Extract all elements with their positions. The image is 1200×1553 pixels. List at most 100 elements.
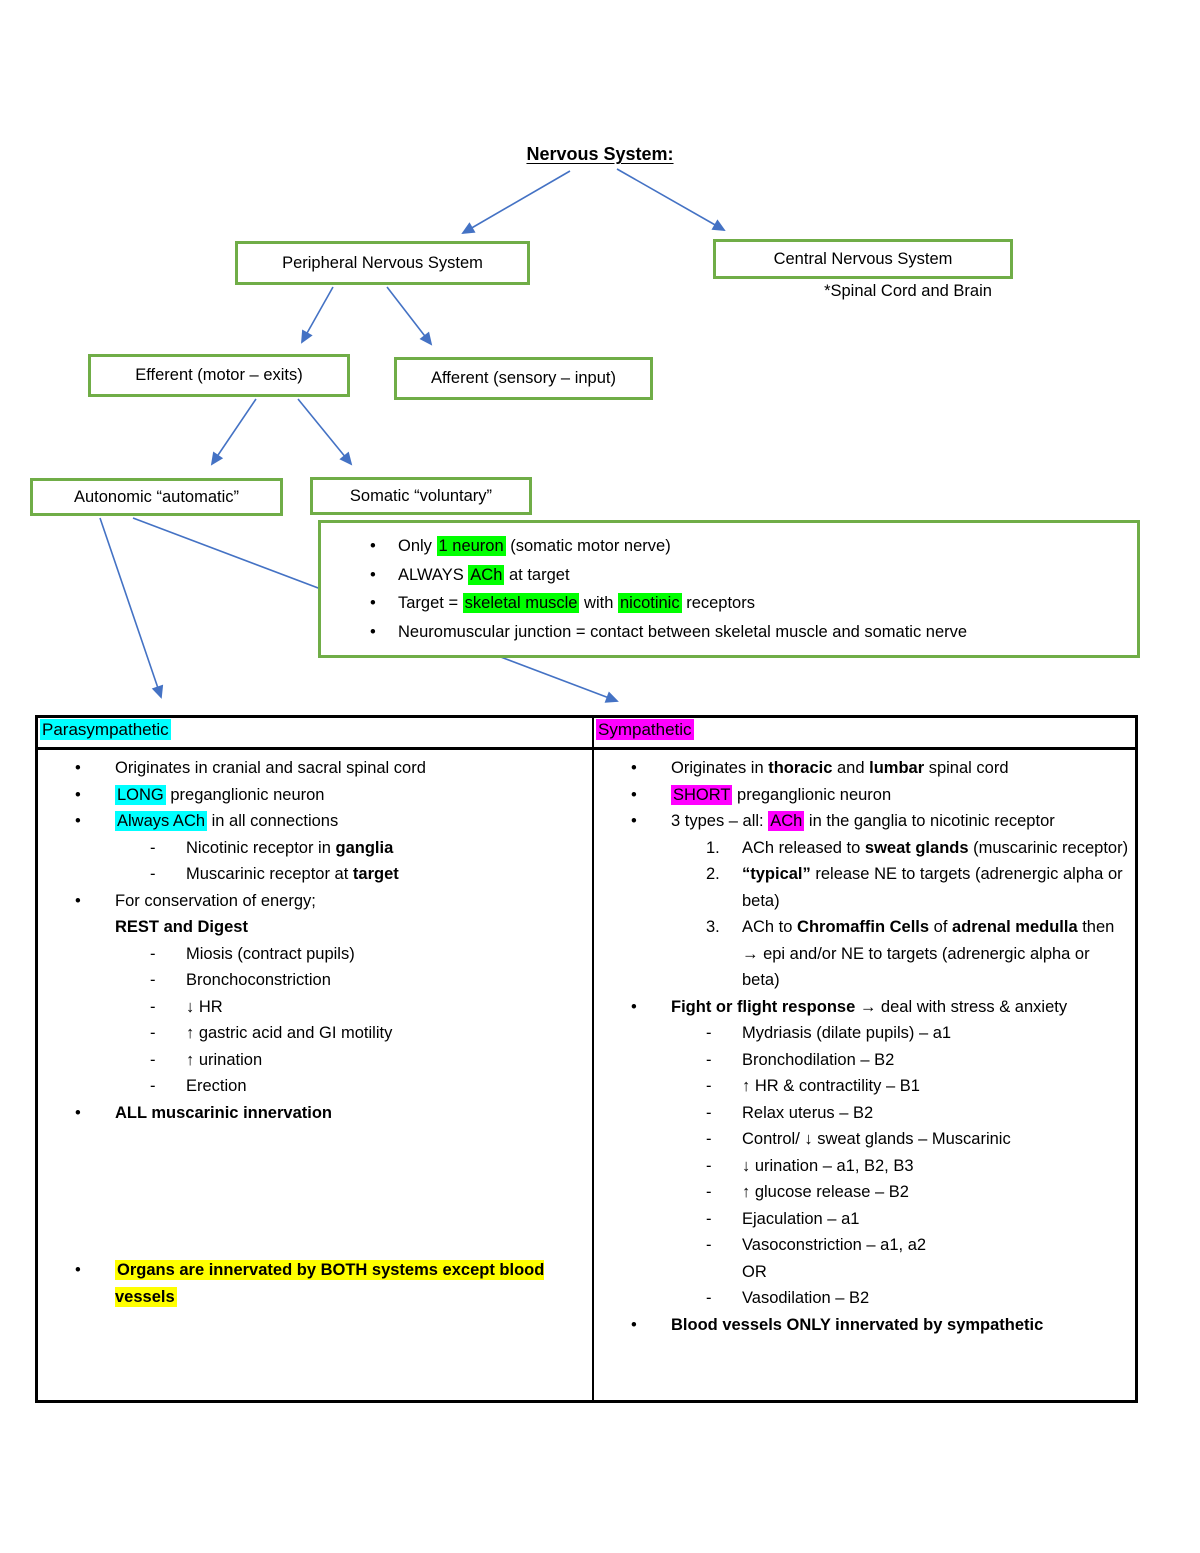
- autonomic-box: Autonomic “automatic”: [30, 478, 283, 516]
- list-marker: •: [631, 1315, 637, 1334]
- list-marker: -: [706, 1024, 712, 1042]
- list-item: OR: [594, 1259, 1135, 1286]
- list-marker: •: [75, 891, 81, 910]
- list-item-text: ↓ urination – a1, B2, B3: [742, 1156, 914, 1175]
- list-item: •Neuromuscular junction = contact betwee…: [321, 618, 1137, 647]
- arrow-peripheral-to-efferent: [301, 286, 334, 344]
- list-marker: •: [370, 565, 376, 584]
- list-item-text: LONG preganglionic neuron: [115, 784, 325, 805]
- list-item: - ↑ urination: [38, 1047, 592, 1074]
- list-item-text: ↑ urination: [186, 1050, 263, 1069]
- list-item-text: ALWAYS ACh at target: [398, 564, 570, 585]
- list-marker: -: [706, 1156, 712, 1175]
- somatic-details-box: • Only 1 neuron (somatic motor nerve) • ALW…: [318, 520, 1140, 658]
- list-item-text: Originates in thoracic and lumbar spinal…: [671, 759, 1009, 777]
- list-item-text: Originates in cranial and sacral spinal …: [115, 759, 426, 777]
- list-item-text: OR: [742, 1262, 767, 1281]
- list-item-text: Mydriasis (dilate pupils) – a1: [742, 1024, 952, 1042]
- list-marker: •: [75, 1103, 81, 1122]
- list-item-text: Muscarinic receptor at target: [186, 865, 399, 883]
- list-marker: -: [150, 944, 156, 963]
- list-marker: •: [370, 537, 376, 555]
- arrow-efferent-to-autonomic: [210, 398, 257, 466]
- sympathetic-header: Sympathetic: [596, 719, 694, 740]
- list-marker: -: [150, 1050, 156, 1069]
- list-item-text: ALL muscarinic innervation: [115, 1103, 332, 1122]
- list-item-text: Neuromuscular junction = contact between…: [398, 622, 968, 641]
- list-item: -↑ HR & contractility – B1: [594, 1073, 1135, 1100]
- list-item-text: Ejaculation – a1: [742, 1209, 860, 1228]
- list-item: - Control/ ↓ sweat glands – Muscarinic: [594, 1126, 1135, 1153]
- parasympathetic-header-cell: Parasympathetic: [38, 718, 594, 747]
- list-item: - Mydriasis (dilate pupils) – a1: [594, 1020, 1135, 1047]
- list-item-text: Blood vessels ONLY innervated by sympath…: [671, 1315, 1044, 1334]
- efferent-box: Efferent (motor – exits): [88, 354, 350, 397]
- comparison-table: Parasympathetic Sympathetic • Originates …: [35, 715, 1138, 1403]
- list-item: -Vasodilation – B2: [594, 1285, 1135, 1312]
- page-title: Nervous System:: [526, 144, 674, 164]
- list-marker: •: [75, 759, 81, 777]
- comparison-table-header-row: Parasympathetic Sympathetic: [38, 718, 1135, 750]
- list-marker: -: [706, 1077, 712, 1095]
- peripheral-nervous-system-label: Peripheral Nervous System: [282, 253, 483, 272]
- list-marker: [75, 914, 115, 941]
- list-marker: •: [631, 812, 637, 830]
- list-item: - Nicotinic receptor in ganglia: [38, 835, 592, 862]
- list-item: • Originates in thoracic and lumbar spina…: [594, 755, 1135, 782]
- list-item: •SHORT preganglionic neuron: [594, 782, 1135, 809]
- list-item: -Bronchoconstriction: [38, 967, 592, 994]
- central-subtitle: *Spinal Cord and Brain: [824, 282, 992, 300]
- list-item: • ALL muscarinic innervation: [38, 1100, 592, 1127]
- list-marker: -: [150, 1077, 156, 1095]
- list-item-text: Vasodilation – B2: [742, 1289, 870, 1307]
- list-item: •Fight or flight response → deal with st…: [594, 994, 1135, 1021]
- arrow-title-to-peripheral: [461, 170, 571, 235]
- somatic-box: Somatic “voluntary”: [310, 477, 532, 515]
- list-marker: -: [706, 1236, 712, 1254]
- list-item-text: ↓ HR: [186, 997, 223, 1016]
- list-item-text: REST and Digest: [115, 918, 248, 936]
- list-item-text: SHORT preganglionic neuron: [671, 784, 892, 805]
- list-item: - ↓ urination – a1, B2, B3: [594, 1153, 1135, 1180]
- list-item: REST and Digest: [38, 914, 592, 941]
- list-item-text: “typical” release NE to targets (adrener…: [742, 865, 1123, 910]
- list-item-text: For conservation of energy;: [115, 891, 316, 910]
- efferent-label: Efferent (motor – exits): [135, 366, 303, 384]
- arrow-efferent-to-somatic: [297, 398, 353, 466]
- list-marker: -: [706, 1050, 712, 1069]
- list-item: • For conservation of energy;: [38, 888, 592, 915]
- list-item: •Always ACh in all connections: [38, 808, 592, 835]
- list-item-text: Erection: [186, 1077, 247, 1095]
- list-marker: -: [706, 1103, 712, 1122]
- list-item-text: Only 1 neuron (somatic motor nerve): [398, 536, 671, 556]
- list-marker: •: [631, 759, 637, 777]
- list-item: 2. “typical” release NE to targets (adren…: [594, 861, 1135, 914]
- list-marker: 2.: [706, 865, 720, 883]
- comparison-table-body: • Originates in cranial and sacral spinal…: [38, 750, 1135, 1400]
- list-item: 1.ACh released to sweat glands (muscarin…: [594, 835, 1135, 862]
- list-item: -Muscarinic receptor at target: [38, 861, 592, 888]
- parasympathetic-column: • Originates in cranial and sacral spinal…: [38, 750, 594, 1400]
- list-marker: -: [150, 971, 156, 989]
- list-item-text: Control/ ↓ sweat glands – Muscarinic: [742, 1130, 1011, 1148]
- list-item-text: Miosis (contract pupils): [186, 944, 355, 963]
- list-item-text: Nicotinic receptor in ganglia: [186, 838, 394, 857]
- parasympathetic-header: Parasympathetic: [40, 719, 171, 740]
- arrow-peripheral-to-afferent: [386, 286, 433, 346]
- list-item-text: Always ACh in all connections: [115, 811, 339, 831]
- list-marker: •: [631, 997, 637, 1016]
- list-marker: -: [706, 1183, 712, 1201]
- list-marker: -: [706, 1130, 712, 1148]
- list-item-text: 3 types – all: ACh in the ganglia to nic…: [671, 811, 1055, 831]
- list-marker: -: [150, 838, 156, 857]
- list-item: • Blood vessels ONLY innervated by sympat…: [594, 1312, 1135, 1339]
- list-item-text: ACh to Chromaffin Cells of adrenal medul…: [742, 918, 1115, 989]
- list-item: - Erection: [38, 1073, 592, 1100]
- list-item: •Organs are innervated by BOTH systems e…: [38, 1257, 592, 1310]
- list-marker: -: [150, 997, 156, 1016]
- list-marker: 1.: [706, 838, 720, 857]
- list-item: -↑ glucose release – B2: [594, 1179, 1135, 1206]
- list-item: • Only 1 neuron (somatic motor nerve): [321, 532, 1137, 561]
- list-item: -Bronchodilation – B2: [594, 1047, 1135, 1074]
